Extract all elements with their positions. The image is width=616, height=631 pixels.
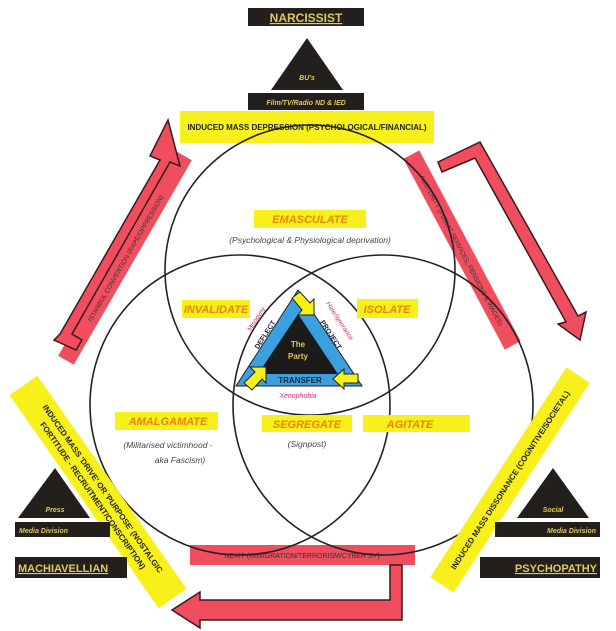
social-label: Social <box>543 507 565 514</box>
transfer-label: TRANSFER <box>278 376 322 385</box>
pyramid-icon <box>517 468 589 518</box>
segregate-sub: (Signpost) <box>288 439 327 449</box>
emasculate-label: EMASCULATE <box>272 214 348 226</box>
psychopathy-group: INDUCED MASS DISSONANCE (COGNITIVE/SOCIE… <box>430 367 600 593</box>
amalgamate-sub1: (Militarised victimhood - <box>123 440 212 450</box>
right-cycle-arrow <box>437 141 588 342</box>
machiavellian-group: INDUCED MASS 'DRIVE' OR 'PURPOSE' (NOSTA… <box>9 375 187 609</box>
amalgamate-sub2: aka Fascism) <box>155 455 206 465</box>
circle-agitate <box>232 254 534 556</box>
narcissist-title: NARCISSIST <box>270 11 343 25</box>
bottom-cycle-arrow <box>170 564 403 630</box>
istanbul-label: ISTANBUL CONVENTION (RAPE/OPPRESSION) <box>87 194 165 323</box>
division-label: Film/TV/Radio ND & IED <box>266 100 345 107</box>
division-label: Media Division <box>547 528 596 535</box>
left-cycle-arrow <box>52 117 182 351</box>
pyramid-label: BU's <box>299 75 315 82</box>
division-label: Media Division <box>19 528 68 535</box>
agitate-label: AGITATE <box>386 419 434 431</box>
circle-amalgamate <box>89 254 391 556</box>
arrow-icon <box>291 291 315 316</box>
isolate-label: ISOLATE <box>364 304 412 316</box>
amalgamate-label: AMALGAMATE <box>128 416 208 428</box>
arrow-icon <box>332 367 359 391</box>
depression-banner: INDUCED MASS DEPRESSION (PSYCHOLOGICAL/F… <box>187 123 426 132</box>
narcissist-group: NARCISSIST BU's Film/TV/Radio ND & IED I… <box>180 8 434 143</box>
psychopathy-title: PSYCHOPATHY <box>515 563 598 575</box>
arrow-icon <box>243 366 267 391</box>
left-strip: ISTANBUL CONVENTION (RAPE/OPPRESSION) <box>58 151 192 365</box>
party-line2: Party <box>288 352 309 361</box>
party-triangle: The Party TRANSFER DEFLECT PROJECT Misog… <box>235 289 363 400</box>
right-strip: AUSTERITY (PUBLIC SERVICES, PENSIONS & W… <box>403 150 521 350</box>
press-label: Press <box>45 507 64 514</box>
emasculate-sub: (Psychological & Physiological deprivati… <box>229 235 391 245</box>
party-line1: The <box>291 340 306 349</box>
nexit-label: NEXIT (IMMIGRATION/TERRORISM/CYBER SY) <box>224 553 379 560</box>
machiavellian-title: MACHIAVELLIAN <box>18 563 108 575</box>
austerity-label: AUSTERITY (PUBLIC SERVICES, PENSIONS & W… <box>418 174 504 327</box>
xenophobia-label: Xenophobia <box>278 393 316 400</box>
invalidate-label: INVALIDATE <box>184 304 249 316</box>
pyramid-icon <box>271 38 343 90</box>
pyramid-icon <box>18 468 90 518</box>
segregate-label: SEGREGATE <box>273 419 342 431</box>
bottom-strip <box>190 545 415 565</box>
